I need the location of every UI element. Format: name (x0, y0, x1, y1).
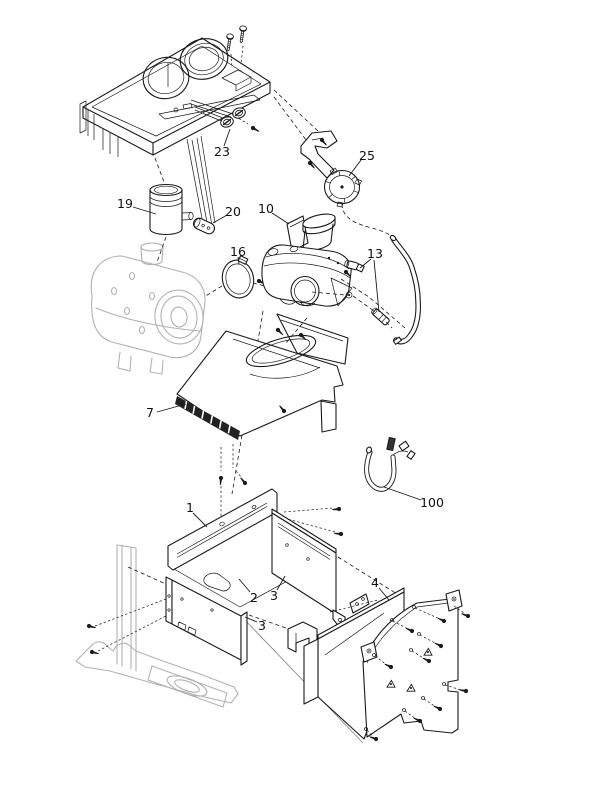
callout-leader-25-1 (348, 159, 362, 177)
side-panel-large (360, 589, 471, 742)
callout-label-2-10: 2 (250, 590, 258, 605)
callout-leader-13-6 (359, 258, 372, 269)
callout-label-10-4: 10 (258, 201, 274, 216)
callout-label-100-8: 100 (420, 495, 444, 510)
part-3-side-panel-right (271, 508, 346, 629)
screw-icon (218, 475, 224, 486)
screw-icon (238, 475, 248, 486)
callout-leader-13-6 (373, 259, 380, 313)
screw-icon (460, 611, 471, 619)
screw-icon (89, 649, 100, 656)
part-10-air-cleaner (261, 213, 353, 307)
callout-label-4-13: 4 (371, 575, 379, 590)
knob-icon (230, 105, 248, 121)
part-3-side-panel-front (86, 566, 248, 666)
callout-leader-10-4 (271, 212, 290, 225)
callout-leader-4-13 (378, 587, 390, 601)
part-25-cap-assembly (273, 89, 394, 239)
callout-leader-100-8 (383, 486, 422, 501)
callout-leader-2-10 (238, 578, 251, 593)
top-cover-panel (79, 37, 271, 230)
muffler-reference (90, 242, 206, 375)
callout-label-19-2: 19 (117, 196, 133, 211)
callout-leader-7-7 (156, 403, 187, 413)
part-20-spacer (192, 217, 216, 235)
callout-label-13-6: 13 (367, 246, 383, 261)
frame-reference (75, 544, 364, 744)
vent-grille (175, 396, 240, 440)
callout-leader-23-0 (223, 128, 231, 147)
callout-label-20-3: 20 (225, 204, 241, 219)
callout-leader-16-5 (237, 256, 240, 265)
part-7-shroud (175, 310, 344, 495)
callout-leader-20-3 (212, 214, 228, 224)
callout-label-1-9: 1 (186, 500, 194, 515)
part-4-rear-panel (303, 587, 405, 740)
screw-icon (224, 32, 235, 52)
screw-icon (86, 623, 97, 630)
part-100-wire-harness (364, 436, 416, 492)
cover-mounting-screws (224, 24, 248, 69)
callout-label-23-0: 23 (214, 144, 230, 159)
screw-icon (237, 24, 248, 44)
screw-icon (250, 125, 261, 134)
screw-icon (331, 506, 342, 512)
callout-label-25-1: 25 (359, 148, 375, 163)
callout-label-7-7: 7 (146, 405, 154, 420)
breather-hose (340, 234, 421, 345)
screw-icon (275, 327, 285, 337)
part-19-filter-canister (149, 183, 194, 263)
callout-label-16-5: 16 (230, 244, 246, 259)
callout-label-3-12: 3 (258, 618, 266, 633)
part-23-knobs (218, 105, 261, 134)
callout-leader-3-11 (276, 575, 286, 591)
callout-leader-1-9 (192, 512, 208, 528)
shroud-mounting-screws (218, 444, 248, 518)
callout-leader-3-12 (244, 616, 258, 623)
callout-label-3-11: 3 (270, 588, 278, 603)
callout-leader-19-2 (132, 206, 157, 215)
screw-icon (458, 687, 469, 694)
